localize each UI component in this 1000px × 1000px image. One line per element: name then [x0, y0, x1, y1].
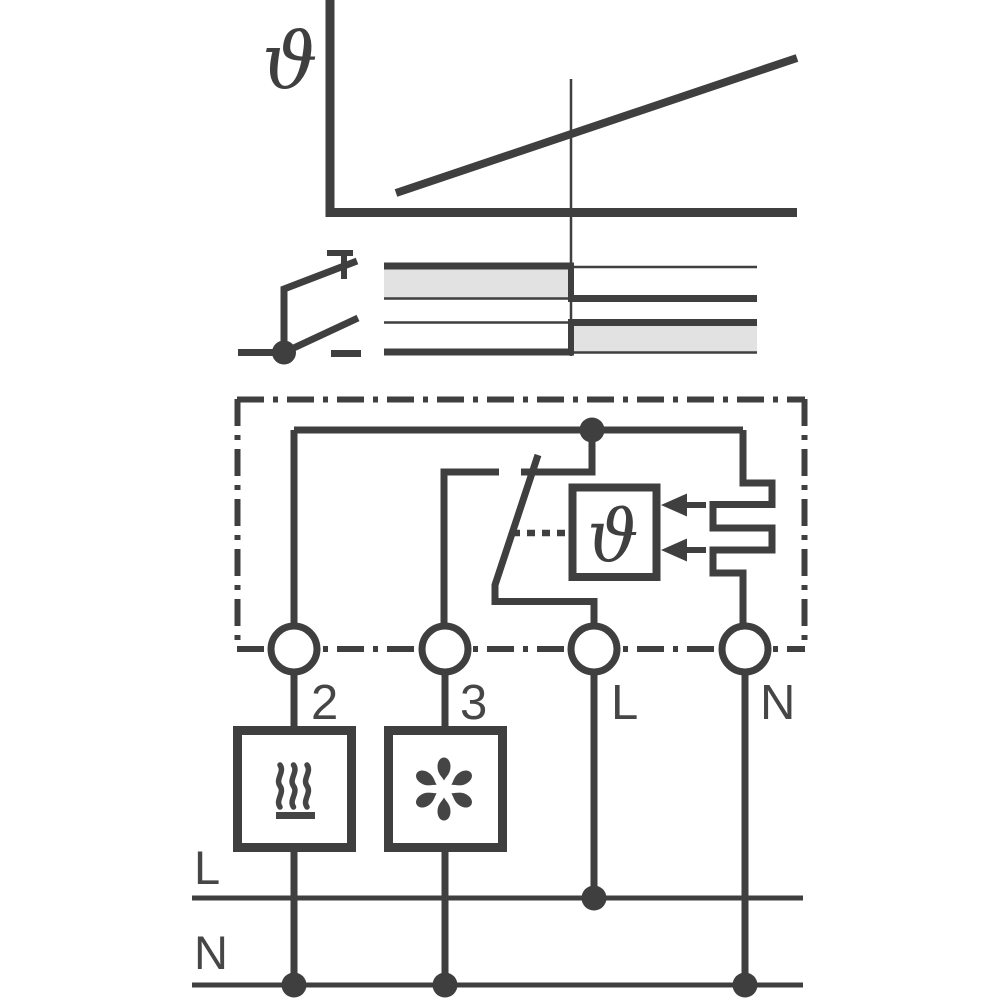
fan-petal: [451, 770, 472, 786]
terminal-label-N: N: [760, 676, 795, 730]
loads: [233, 671, 749, 985]
heat-wave: [275, 762, 285, 810]
supply-buses: L N: [192, 841, 803, 998]
arrow-left-icon: [661, 538, 687, 562]
band-top-fill: [384, 266, 571, 299]
temperature-ramp-line: [394, 54, 799, 197]
fan-icon: [416, 757, 472, 821]
terminals: 2 3 L N: [267, 622, 795, 730]
terminal-label-L: L: [611, 676, 638, 730]
changeover-switch-icon: [238, 250, 361, 365]
meander-sensor-icon: [709, 430, 776, 628]
live-bus-label: L: [194, 841, 220, 894]
terminal-N: [718, 622, 772, 676]
terminal-label-3: 3: [460, 676, 487, 730]
sensor-theta-label: ϑ: [587, 494, 638, 578]
fan-petal: [416, 770, 437, 786]
temperature-graph: ϑ: [262, 0, 799, 356]
hysteresis-bands: [384, 262, 757, 356]
relay-fixed-contact-left: [440, 468, 499, 628]
terminal-L: [567, 622, 621, 676]
terminal-3: [418, 622, 472, 676]
fan-petal: [437, 757, 451, 781]
relay-blade: [491, 453, 598, 628]
heat-wave: [289, 762, 298, 810]
terminal-label-2: 2: [311, 676, 338, 730]
heater-icon: [275, 762, 315, 819]
switch-arm-lower: [282, 314, 360, 356]
fan-petal: [451, 792, 472, 808]
fan-petal: [416, 792, 437, 808]
junction-dot: [432, 972, 458, 998]
relay-fixed-contact-right: [521, 428, 596, 476]
y-axis-theta-label: ϑ: [262, 17, 318, 107]
fan-hub: [436, 781, 452, 797]
switch-arm-upper: [280, 257, 359, 354]
junction-dot: [281, 972, 307, 998]
band-bottom-fill: [571, 322, 757, 352]
junction-dot: [732, 972, 758, 998]
neutral-bus-label: N: [194, 926, 228, 979]
sensor-arrows: [661, 493, 706, 562]
internal-circuit: ϑ: [290, 417, 776, 628]
arrow-left-icon: [661, 493, 687, 517]
junction-dot: [581, 885, 607, 911]
temperature-sensor-box: [568, 483, 661, 581]
heat-wave: [302, 762, 312, 810]
device-boundary: [234, 396, 808, 652]
terminal-2: [267, 622, 321, 676]
fan-petal: [437, 797, 451, 821]
